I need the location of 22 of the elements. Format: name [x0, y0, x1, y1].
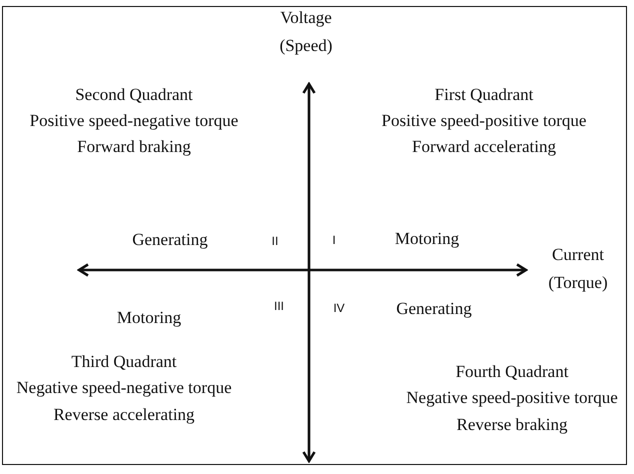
quadrant-description: Negative speed-negative torque: [16, 377, 232, 399]
quadrant-description: Forward braking: [77, 136, 191, 158]
operating-mode: Generating: [132, 229, 208, 251]
quadrant-description: Forward accelerating: [412, 136, 556, 158]
quadrant-title: Fourth Quadrant: [456, 361, 568, 383]
operating-mode: Motoring: [116, 307, 182, 329]
quadrant-description: Positive speed-positive torque: [382, 110, 586, 132]
operating-mode: Motoring: [394, 228, 460, 250]
quadrant-title: Second Quadrant: [75, 84, 193, 106]
quadrant-number: II: [272, 234, 278, 248]
quadrant-number: III: [274, 299, 284, 313]
axis-label: Voltage (Speed): [278, 7, 334, 57]
operating-mode: Generating: [396, 298, 472, 320]
quadrant-title: First Quadrant: [434, 84, 534, 106]
quadrant-description: Negative speed-positive torque: [406, 387, 618, 409]
quadrant-description: Positive speed-negative torque: [30, 110, 238, 132]
quadrant-number: IV: [333, 301, 345, 315]
quadrant-description: Reverse braking: [456, 414, 568, 436]
axis-label: Current (Torque): [547, 244, 609, 294]
quadrant-number: I: [332, 233, 336, 247]
quadrant-description: Reverse accelerating: [53, 404, 195, 426]
quadrant-title: Third Quadrant: [71, 351, 177, 373]
